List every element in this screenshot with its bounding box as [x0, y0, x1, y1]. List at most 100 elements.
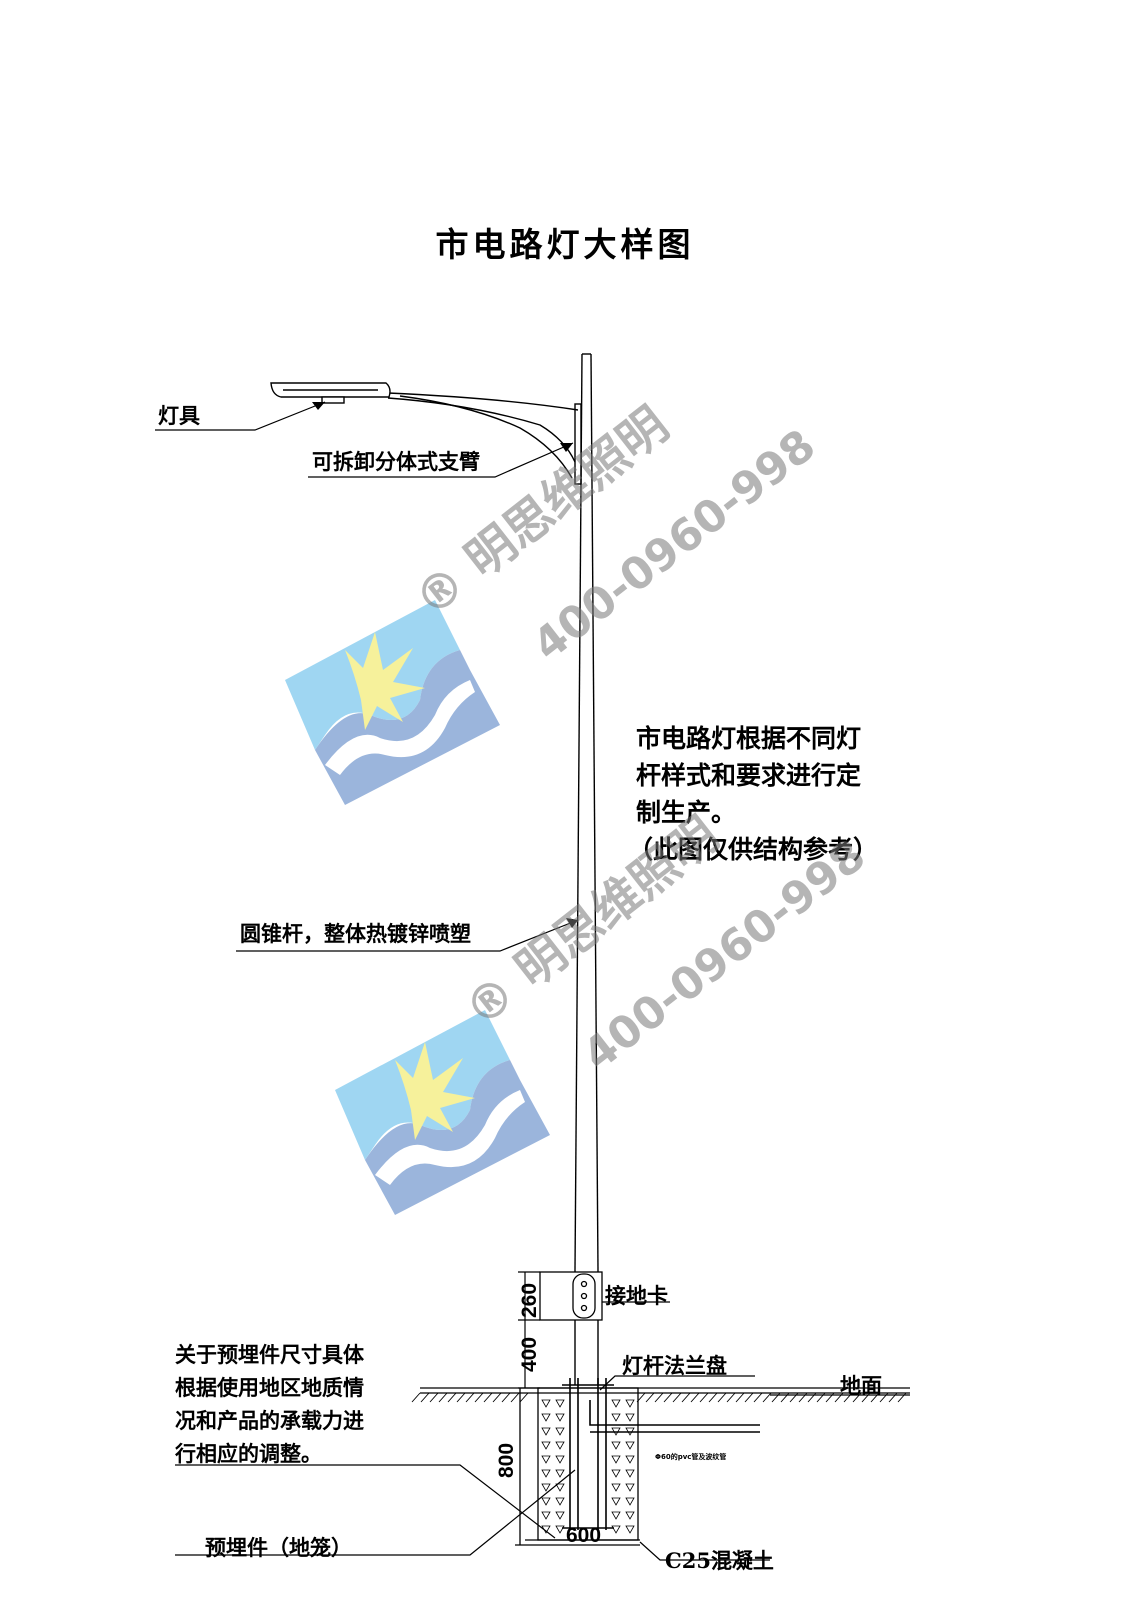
hatch-stroke [789, 1392, 799, 1403]
embedded-label: 预埋件（地笼） [205, 1535, 352, 1560]
logo-shape [375, 1090, 525, 1185]
logo-shape [395, 1042, 475, 1140]
concrete-mark [541, 1497, 551, 1506]
logo-shape [315, 650, 500, 805]
concrete-mark [611, 1525, 621, 1534]
concrete-mark [541, 1427, 551, 1436]
concrete-mark [611, 1469, 621, 1478]
logo-shape [365, 1060, 550, 1215]
concrete-mark [611, 1455, 621, 1464]
hatch-stroke [699, 1392, 709, 1403]
hatch-stroke [852, 1392, 862, 1403]
concrete-mark [555, 1427, 565, 1436]
hatch-stroke [879, 1392, 889, 1403]
hatch-stroke [780, 1392, 790, 1403]
concrete-mark [541, 1483, 551, 1492]
concrete-mark [555, 1455, 565, 1464]
hatch-stroke [645, 1392, 655, 1403]
hatch-stroke [843, 1392, 853, 1403]
concrete-mark [611, 1441, 621, 1450]
concrete-mark [555, 1413, 565, 1422]
concrete-mark [611, 1413, 621, 1422]
embedded-cage [562, 1378, 760, 1530]
pvc-pipe-label: Φ60的pvc管及波纹管 [655, 1453, 727, 1461]
concrete-mark [625, 1455, 635, 1464]
pole-leader [236, 919, 579, 952]
hatch-stroke [438, 1392, 448, 1403]
hatch-stroke [690, 1392, 700, 1403]
right-note-line: （此图仅供结构参考） [628, 835, 879, 864]
concrete-mark [611, 1497, 621, 1506]
concrete-mark [541, 1469, 551, 1478]
hatch-stroke [708, 1392, 718, 1403]
concrete-mark [625, 1483, 635, 1492]
concrete-mark [555, 1469, 565, 1478]
hatch-stroke [753, 1392, 763, 1403]
watermark-logo [335, 1010, 550, 1215]
dim-door-offset: 400 [518, 1336, 541, 1372]
concrete-mark [541, 1441, 551, 1450]
dim-door-height: 260 [518, 1282, 541, 1318]
concrete-mark [555, 1525, 565, 1534]
concrete-mark [555, 1483, 565, 1492]
concrete-mark [541, 1525, 551, 1534]
hatch-stroke [429, 1392, 439, 1403]
hatch-stroke [807, 1392, 817, 1403]
concrete-mark [625, 1399, 635, 1408]
concrete-mark [611, 1483, 621, 1492]
concrete-mark [625, 1441, 635, 1450]
hatch-stroke [735, 1392, 745, 1403]
ground-line [420, 1387, 910, 1394]
left-note: 关于预埋件尺寸具体 根据使用地区地质情 况和产品的承载力进 行相应的调整。 [175, 1338, 364, 1470]
hatch-stroke [465, 1392, 475, 1403]
concrete-mark [555, 1497, 565, 1506]
flange-label: 灯杆法兰盘 [622, 1353, 727, 1378]
hatch-stroke [510, 1392, 520, 1403]
hatch-stroke [519, 1392, 529, 1403]
concrete-mark [541, 1399, 551, 1408]
dim-foundation-depth: 800 [495, 1442, 518, 1478]
logo-shape [345, 632, 425, 730]
arm-label: 可拆卸分体式支臂 [312, 449, 480, 474]
left-note-line: 关于预埋件尺寸具体 [175, 1342, 364, 1367]
hatch-stroke [717, 1392, 727, 1403]
dimension-lines [518, 1271, 640, 1541]
hatch-stroke [762, 1392, 772, 1403]
hatch-stroke [798, 1392, 808, 1403]
drawing-title: 市电路灯大样图 [435, 225, 695, 264]
hatch-stroke [744, 1392, 754, 1403]
hatch-stroke [501, 1392, 511, 1403]
ground-clamp-label: 接地卡 [605, 1283, 668, 1308]
right-note: 市电路灯根据不同灯 杆样式和要求进行定 制生产。 （此图仅供结构参考） [628, 720, 878, 868]
left-note-line: 行相应的调整。 [175, 1441, 322, 1466]
concrete-mark [625, 1511, 635, 1520]
concrete-mark [625, 1497, 635, 1506]
hatch-stroke [411, 1392, 421, 1403]
hatch-stroke [888, 1392, 898, 1403]
arm-leader [308, 442, 574, 478]
concrete-mark [625, 1413, 635, 1422]
hatch-stroke [870, 1392, 880, 1403]
hatch-stroke [663, 1392, 673, 1403]
left-note-line: 根据使用地区地质情 [175, 1375, 364, 1400]
hatch-stroke [861, 1392, 871, 1403]
hatch-stroke [681, 1392, 691, 1403]
hatch-stroke [456, 1392, 466, 1403]
hatch-stroke [672, 1392, 682, 1403]
ground-label: 地面 [840, 1373, 882, 1398]
note-leader [175, 1464, 556, 1539]
luminaire-label: 灯具 [158, 403, 200, 428]
pole [574, 353, 599, 1385]
concrete-mark [555, 1441, 565, 1450]
concrete-leader [639, 1541, 770, 1561]
concrete-mark [611, 1511, 621, 1520]
concrete-label: C25混凝土 [665, 1548, 774, 1573]
dim-foundation-width: 600 [566, 1524, 602, 1547]
luminaire-leader [155, 401, 326, 431]
hatch-stroke [420, 1392, 430, 1403]
concrete-mark [541, 1511, 551, 1520]
hatch-stroke [483, 1392, 493, 1403]
right-note-line: 杆样式和要求进行定 [636, 761, 862, 790]
right-note-line: 市电路灯根据不同灯 [636, 724, 862, 753]
